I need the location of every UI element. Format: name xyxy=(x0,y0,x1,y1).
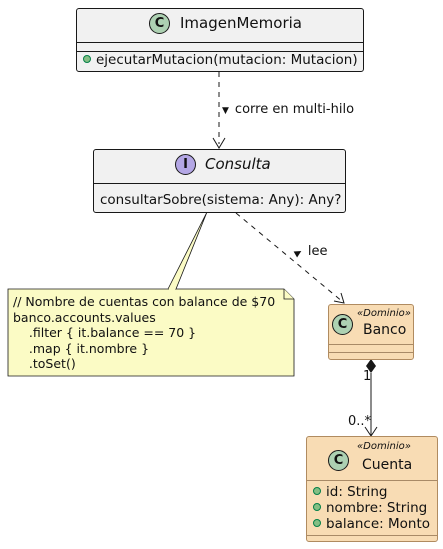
note-line: .filter { it.balance == 70 } xyxy=(13,325,197,340)
class-imagen-memoria[interactable]: C ImagenMemoria ejecutarMutacion(mutacio… xyxy=(76,8,364,72)
edge-label-consulta-to-banco: ▶lee xyxy=(292,244,328,260)
note-shape xyxy=(7,288,295,377)
multiplicity-source: 1 xyxy=(363,369,372,384)
edge-imagen-to-consulta-arrowhead xyxy=(212,137,226,149)
note-line: .toSet() xyxy=(13,356,76,371)
class-badge-icon: C xyxy=(332,314,353,335)
composition-diamond xyxy=(366,359,376,373)
class-name: Cuenta xyxy=(362,457,413,473)
edge-consulta-to-banco xyxy=(235,212,344,303)
public-visibility-icon xyxy=(83,55,91,63)
direction-arrow-icon: ▶ xyxy=(292,246,304,260)
interface-consulta[interactable]: I Consulta consultarSobre(sistema: Any):… xyxy=(93,149,346,213)
note-line: // Nombre de cuentas con balance de $70 xyxy=(13,294,276,309)
edge-consulta-to-banco-arrowhead xyxy=(333,292,345,304)
field-row: nombre: String xyxy=(313,500,427,516)
public-visibility-icon xyxy=(313,487,321,495)
class-name: ImagenMemoria xyxy=(180,14,302,32)
class-stereotype: «Dominio» xyxy=(357,441,411,452)
public-visibility-icon xyxy=(313,519,321,527)
edge-label-imagen-to-consulta: ▼corre en multi-hilo xyxy=(222,102,355,117)
note-pointer xyxy=(167,211,208,290)
class-badge-icon: C xyxy=(328,450,349,471)
interface-badge-icon: I xyxy=(175,154,196,175)
multiplicity-target: 0..* xyxy=(348,414,372,429)
class-name: Banco xyxy=(363,322,407,338)
field-row: balance: Monto xyxy=(313,516,430,532)
method-row: ejecutarMutacion(mutacion: Mutacion) xyxy=(83,52,358,68)
note-line: .map { it.nombre } xyxy=(13,340,150,356)
direction-arrow-icon: ▼ xyxy=(222,106,229,116)
class-cuenta[interactable]: C «Dominio» Cuenta id: String nombre: St… xyxy=(306,436,438,542)
note-fold xyxy=(283,289,294,300)
method-signature: ejecutarMutacion(mutacion: Mutacion) xyxy=(96,52,358,68)
class-banco[interactable]: C «Dominio» Banco xyxy=(328,304,414,360)
class-badge-icon: C xyxy=(149,13,170,34)
method-signature: consultarSobre(sistema: Any): Any? xyxy=(100,192,342,208)
field-row: id: String xyxy=(313,484,387,500)
note-line: banco.accounts.values xyxy=(13,309,156,325)
interface-name: Consulta xyxy=(205,155,271,173)
public-visibility-icon xyxy=(313,503,321,511)
class-stereotype: «Dominio» xyxy=(357,308,411,319)
